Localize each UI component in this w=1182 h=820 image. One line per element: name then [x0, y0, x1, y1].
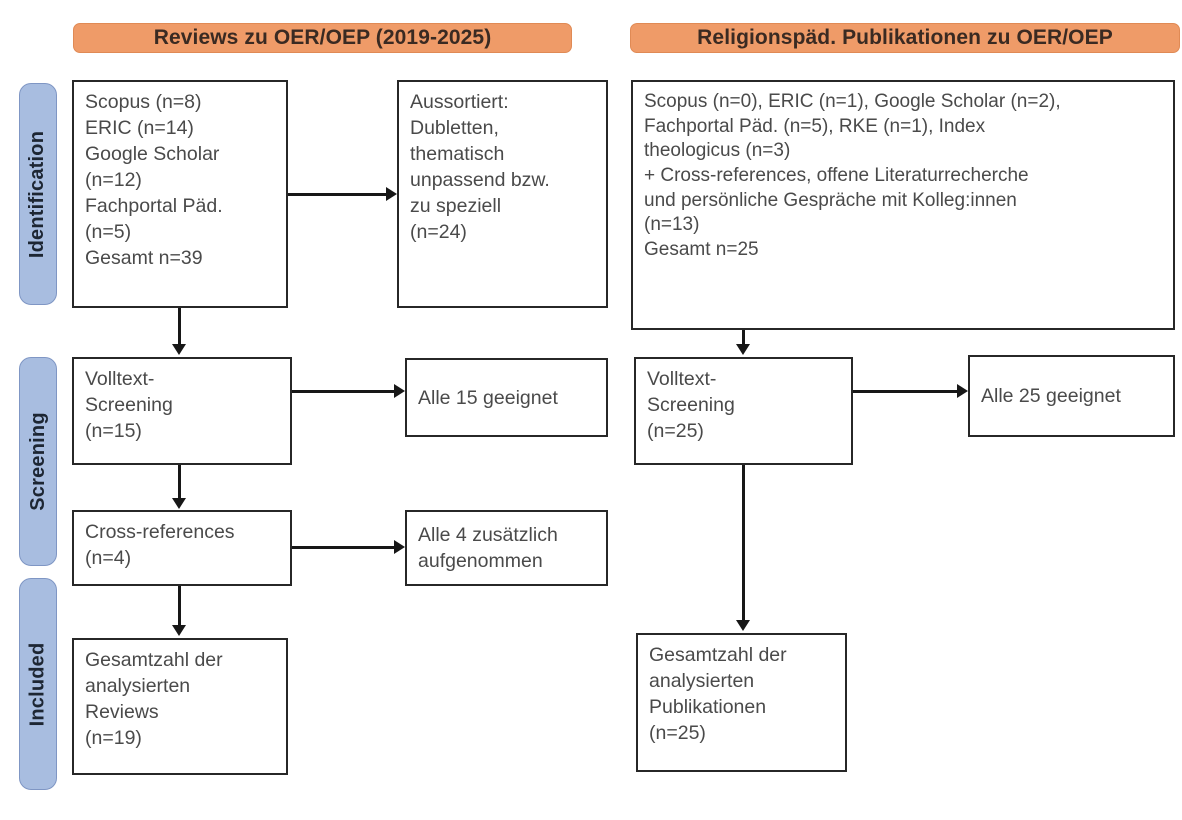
box-left-all-eligible: Alle 15 geeignet — [405, 358, 608, 437]
connector-left-crossrefs-to-added — [292, 546, 394, 549]
arrowhead-right-sources-to-fulltext — [736, 344, 750, 355]
box-left-all-added: Alle 4 zusätzlich aufgenommen — [405, 510, 608, 586]
arrowhead-right-fulltext-to-eligible — [957, 384, 968, 398]
box-right-fulltext-screening: Volltext- Screening (n=25) — [634, 357, 853, 465]
box-left-excluded: Aussortiert: Dubletten, thematisch unpas… — [397, 80, 608, 308]
column-header-reviews-label: Reviews zu OER/OEP (2019-2025) — [153, 26, 492, 49]
stage-band-included: Included — [19, 578, 57, 790]
arrowhead-left-sources-to-excluded — [386, 187, 397, 201]
stage-label-identification: Identification — [26, 130, 49, 258]
box-right-included-total: Gesamtzahl der analysierten Publikatione… — [636, 633, 847, 772]
connector-right-fulltext-to-included — [742, 465, 745, 620]
arrowhead-left-crossrefs-to-included — [172, 625, 186, 636]
box-left-identification-sources: Scopus (n=8) ERIC (n=14) Google Scholar … — [72, 80, 288, 308]
connector-left-crossrefs-to-included — [178, 586, 181, 626]
box-right-identification-sources: Scopus (n=0), ERIC (n=1), Google Scholar… — [631, 80, 1175, 330]
stage-label-included: Included — [26, 642, 49, 726]
stage-label-screening: Screening — [26, 412, 49, 511]
box-left-fulltext-screening: Volltext- Screening (n=15) — [72, 357, 292, 465]
stage-band-screening: Screening — [19, 357, 57, 566]
arrowhead-right-fulltext-to-included — [736, 620, 750, 631]
box-left-included-total: Gesamtzahl der analysierten Reviews (n=1… — [72, 638, 288, 775]
arrowhead-left-sources-to-fulltext — [172, 344, 186, 355]
arrowhead-left-fulltext-to-crossrefs — [172, 498, 186, 509]
column-header-religionspaed-label: Religionspäd. Publikationen zu OER/OEP — [697, 26, 1113, 49]
arrowhead-left-fulltext-to-eligible — [394, 384, 405, 398]
box-right-all-eligible: Alle 25 geeignet — [968, 355, 1175, 437]
connector-right-sources-to-fulltext — [742, 330, 745, 346]
arrowhead-left-crossrefs-to-added — [394, 540, 405, 554]
connector-left-sources-to-fulltext — [178, 308, 181, 346]
column-header-religionspaed: Religionspäd. Publikationen zu OER/OEP — [630, 23, 1180, 53]
column-header-reviews: Reviews zu OER/OEP (2019-2025) — [73, 23, 572, 53]
connector-left-fulltext-to-eligible — [292, 390, 394, 393]
connector-left-fulltext-to-crossrefs — [178, 465, 181, 500]
connector-left-sources-to-excluded — [288, 193, 386, 196]
stage-band-identification: Identification — [19, 83, 57, 305]
connector-right-fulltext-to-eligible — [853, 390, 957, 393]
box-left-cross-references: Cross-references (n=4) — [72, 510, 292, 586]
